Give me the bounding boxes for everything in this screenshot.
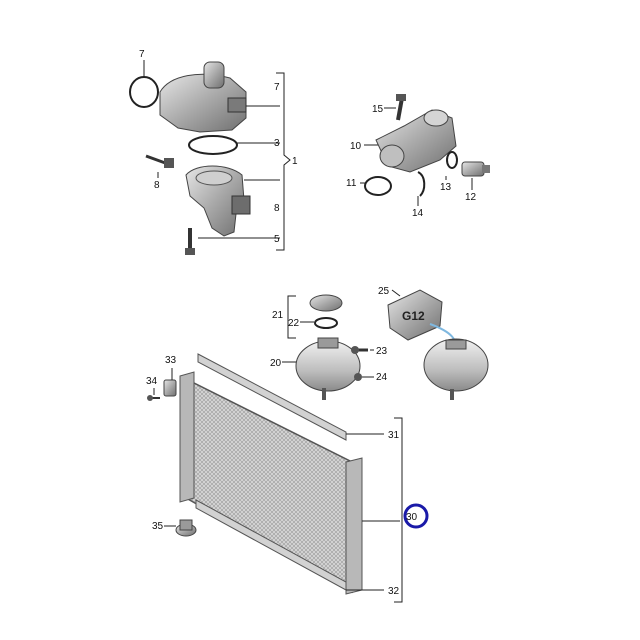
label-3: 3 [274, 138, 280, 149]
seal-part-13 [446, 151, 458, 169]
flange-port [379, 144, 405, 168]
label-20: 20 [270, 358, 282, 369]
label-32: 32 [388, 586, 400, 597]
label-25: 25 [378, 286, 390, 297]
nut-part-24 [354, 373, 362, 381]
highlight-circle-30 [403, 503, 429, 529]
seal-strip-part-31 [197, 353, 347, 441]
labels-tank-group: 21 22 20 23 24 25 [270, 286, 390, 383]
upper-housing-port [227, 97, 247, 113]
o-ring-part-11 [364, 176, 392, 196]
bracket-part-33 [163, 379, 177, 397]
label-22: 22 [288, 318, 300, 329]
cap-part-21 [309, 294, 343, 312]
sensor-part-12 [461, 161, 490, 177]
label-12: 12 [465, 192, 477, 203]
o-ring-part-7 [129, 76, 159, 108]
label-34: 34 [146, 376, 158, 387]
clip-part-14 [417, 171, 426, 197]
radiator-part-30 [185, 378, 353, 594]
labels-radiator-group: 33 34 35 31 32 30 [146, 355, 429, 597]
lower-housing-port [231, 195, 251, 215]
bolt-part-23 [351, 346, 368, 354]
label-21: 21 [272, 310, 284, 321]
radiator-left-tank [179, 371, 195, 503]
label-11: 11 [346, 178, 357, 189]
label-30: 30 [406, 512, 418, 523]
label-10: 10 [350, 141, 362, 152]
label-24: 24 [376, 372, 388, 383]
expansion-tank-group: G12 [282, 289, 489, 400]
bolt-part-8 [145, 154, 174, 168]
label-1: 1 [292, 156, 298, 167]
bottle-label: G12 [402, 309, 425, 323]
label-23: 23 [376, 346, 388, 357]
tank-with-coolant [423, 338, 489, 400]
lower-housing-part-8 [185, 165, 245, 237]
label-31: 31 [388, 430, 400, 441]
label-7-left: 7 [139, 49, 145, 60]
label-7-right: 7 [274, 82, 280, 93]
upper-housing-neck [203, 61, 225, 89]
flange-outlet [423, 109, 449, 127]
label-5: 5 [274, 234, 280, 245]
coolant-bottle-part-25: G12 [387, 289, 458, 353]
label-8-left: 8 [154, 180, 160, 191]
label-35: 35 [152, 521, 164, 532]
label-8-right: 8 [274, 203, 280, 214]
gasket-part-3 [188, 135, 238, 155]
thermostat-housing-group [129, 60, 291, 255]
label-13: 13 [440, 182, 452, 193]
mount-part-35 [175, 519, 197, 537]
seal-part-22 [314, 317, 338, 329]
bolt-part-5 [185, 228, 195, 255]
lower-housing-flange [195, 170, 233, 186]
labels-flange-group: 15 10 11 13 12 14 [346, 104, 477, 219]
label-15: 15 [372, 104, 384, 115]
radiator-group [147, 353, 403, 603]
label-33: 33 [165, 355, 177, 366]
label-14: 14 [412, 208, 424, 219]
tank-part-20 [295, 337, 361, 400]
coolant-flange-group [360, 94, 490, 206]
screw-part-34 [147, 395, 160, 401]
radiator-right-tank [345, 457, 363, 595]
labels-thermostat-group: 7 7 3 1 8 8 5 [139, 49, 298, 245]
